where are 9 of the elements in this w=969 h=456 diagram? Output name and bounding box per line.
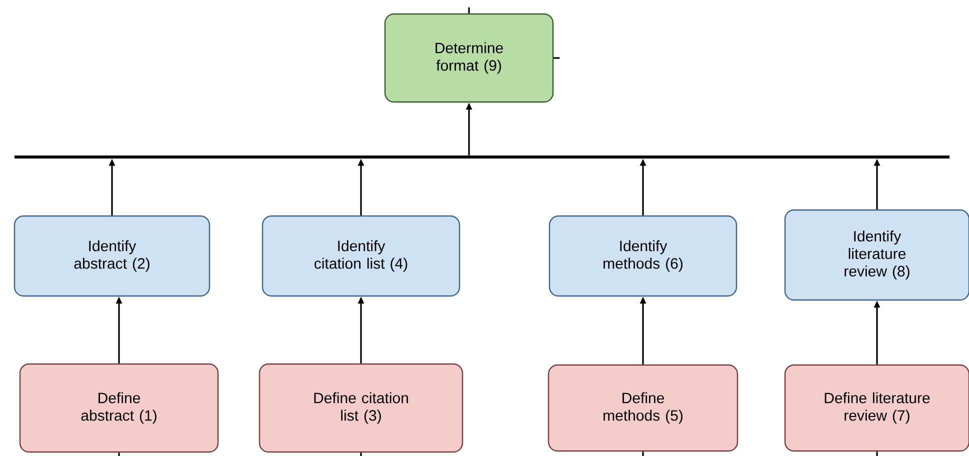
task-box: Determine format (9) [384, 13, 554, 103]
task-box: Define abstract (1) [19, 363, 219, 453]
task-box: Define literature review (7) [784, 364, 969, 452]
task-box: Define citation list (3) [258, 363, 464, 453]
task-box: Define methods (5) [548, 364, 738, 452]
task-box: Identify literature review (8) [784, 209, 969, 301]
task-box: Identify citation list (4) [262, 215, 460, 297]
task-box: Identify abstract (2) [14, 215, 210, 297]
task-box: Identify methods (6) [548, 215, 738, 297]
